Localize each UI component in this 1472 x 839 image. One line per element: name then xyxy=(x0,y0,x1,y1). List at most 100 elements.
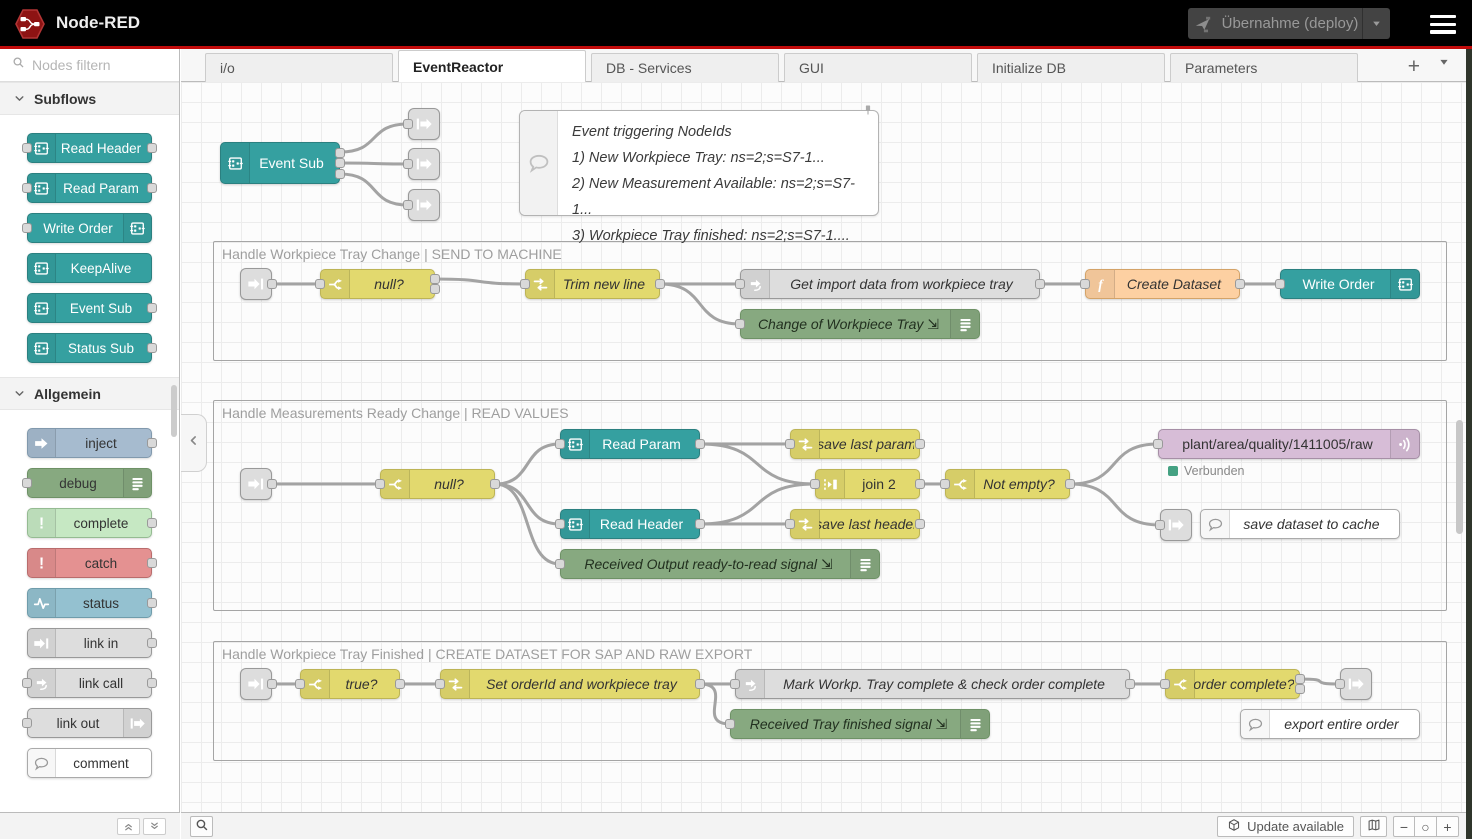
flow-node-link-out-b[interactable] xyxy=(403,148,440,180)
flow-group-handle-workpiece-tray-finished[interactable]: Handle Workpiece Tray Finished | CREATE … xyxy=(213,641,1447,761)
palette-node-read-param[interactable]: Read Param xyxy=(22,173,157,203)
node-input-port[interactable] xyxy=(315,279,325,289)
palette-node-status-sub[interactable]: Status Sub xyxy=(27,333,157,363)
node-output-port[interactable] xyxy=(147,558,157,568)
palette-scrollbar[interactable] xyxy=(171,385,177,437)
palette-node-debug[interactable]: debug xyxy=(22,468,152,498)
wire[interactable] xyxy=(338,161,410,166)
node-output-port[interactable] xyxy=(695,439,705,449)
palette-node-link-out[interactable]: link out xyxy=(22,708,152,738)
flow-node-switch-not-empty[interactable]: Not empty? xyxy=(940,469,1075,499)
flow-node-switch-null-2[interactable]: null? xyxy=(375,469,500,499)
node-output-port[interactable] xyxy=(695,679,705,689)
flow-node-switch-true[interactable]: true? xyxy=(295,669,405,699)
main-menu-button[interactable] xyxy=(1430,15,1456,34)
wire[interactable] xyxy=(493,482,562,566)
palette-node-write-order[interactable]: Write Order xyxy=(22,213,152,243)
tab-eventreactor[interactable]: EventReactor xyxy=(398,50,586,82)
tab-parameters[interactable]: Parameters xyxy=(1170,53,1358,82)
flow-group-handle-measurements-ready-change[interactable]: Handle Measurements Ready Change | READ … xyxy=(213,400,1447,611)
flow-node-link-out-3[interactable] xyxy=(1335,668,1372,700)
node-output-port[interactable] xyxy=(915,439,925,449)
node-output-port[interactable] xyxy=(335,168,345,179)
node-output-port[interactable] xyxy=(147,303,157,313)
palette-section-subflows[interactable]: Subflows xyxy=(0,82,179,115)
palette-node-event-sub[interactable]: Event Sub xyxy=(27,293,157,323)
palette-section-allgemein[interactable]: Allgemein xyxy=(0,377,179,410)
tab-initialize-db[interactable]: Initialize DB xyxy=(977,53,1165,82)
flow-node-subflow-write-order[interactable]: Write Order xyxy=(1275,269,1420,299)
wire[interactable] xyxy=(698,682,732,726)
node-input-port[interactable] xyxy=(22,223,32,233)
wire[interactable] xyxy=(338,172,410,207)
node-input-port[interactable] xyxy=(403,159,413,169)
palette-node-catch[interactable]: !catch xyxy=(27,548,157,578)
node-input-port[interactable] xyxy=(555,439,565,449)
flow-node-join-2[interactable]: join 2 xyxy=(810,469,925,499)
node-output-port[interactable] xyxy=(147,598,157,608)
palette-node-comment[interactable]: comment xyxy=(27,748,152,778)
node-output-port[interactable] xyxy=(147,143,157,153)
wire[interactable] xyxy=(433,277,527,286)
node-output-port[interactable] xyxy=(1235,279,1245,289)
node-input-port[interactable] xyxy=(520,279,530,289)
node-input-port[interactable] xyxy=(22,718,32,728)
flow-node-change-set-orderid[interactable]: Set orderId and workpiece tray xyxy=(435,669,705,699)
node-input-port[interactable] xyxy=(1080,279,1090,289)
node-output-port[interactable] xyxy=(655,279,665,289)
palette-search-input[interactable] xyxy=(32,57,157,73)
node-input-port[interactable] xyxy=(22,143,32,153)
palette-collapse-handle[interactable] xyxy=(181,414,207,472)
flow-node-change-save-last-param[interactable]: save last param xyxy=(785,429,925,459)
node-input-port[interactable] xyxy=(725,719,735,729)
node-input-port[interactable] xyxy=(810,479,820,489)
flow-group-handle-workpiece-tray-change[interactable]: Handle Workpiece Tray Change | SEND TO M… xyxy=(213,241,1447,361)
node-input-port[interactable] xyxy=(735,319,745,329)
node-input-port[interactable] xyxy=(785,439,795,449)
flow-node-change-save-last-header[interactable]: save last header xyxy=(785,509,925,539)
node-input-port[interactable] xyxy=(555,559,565,569)
node-output-port[interactable] xyxy=(267,479,277,489)
node-output-port[interactable] xyxy=(915,519,925,529)
flow-node-link-in-3[interactable] xyxy=(240,668,277,700)
tab-i-o[interactable]: i/o xyxy=(205,53,393,82)
palette-node-read-header[interactable]: Read Header xyxy=(22,133,157,163)
flow-node-link-out-2[interactable] xyxy=(1155,509,1192,541)
node-output-port[interactable] xyxy=(430,274,440,284)
zoom-out-button[interactable]: − xyxy=(1393,816,1415,837)
flow-node-linkcall-mark-workp[interactable]: Mark Workp. Tray complete & check order … xyxy=(730,669,1135,699)
flow-list-caret[interactable] xyxy=(1438,55,1450,73)
expand-all-button[interactable] xyxy=(143,818,166,835)
node-output-port[interactable] xyxy=(1035,279,1045,289)
wire[interactable] xyxy=(1068,482,1162,527)
flow-node-switch-null-1[interactable]: null? xyxy=(315,269,440,299)
flow-canvas[interactable]: Handle Workpiece Tray Change | SEND TO M… xyxy=(181,82,1466,812)
zoom-reset-button[interactable]: ○ xyxy=(1415,816,1437,837)
node-output-port[interactable] xyxy=(915,479,925,489)
node-output-port[interactable] xyxy=(695,519,705,529)
update-available-button[interactable]: Update available xyxy=(1217,816,1354,837)
node-output-port[interactable] xyxy=(147,343,157,353)
flow-node-link-in-2[interactable] xyxy=(240,468,277,500)
canvas-vertical-scrollbar[interactable] xyxy=(1456,420,1463,534)
node-output-port[interactable] xyxy=(335,158,345,168)
node-output-port[interactable] xyxy=(430,284,440,294)
node-input-port[interactable] xyxy=(1275,279,1285,289)
node-input-port[interactable] xyxy=(22,678,32,688)
node-input-port[interactable] xyxy=(22,183,32,193)
palette-node-status[interactable]: status xyxy=(27,588,157,618)
node-input-port[interactable] xyxy=(785,519,795,529)
node-output-port[interactable] xyxy=(147,183,157,193)
palette-node-inject[interactable]: inject xyxy=(27,428,157,458)
flow-node-debug-change-of-tray[interactable]: Change of Workpiece Tray ⇲ xyxy=(735,309,980,339)
wire[interactable] xyxy=(698,442,817,486)
node-input-port[interactable] xyxy=(1155,520,1165,530)
wire[interactable] xyxy=(493,482,562,526)
flow-node-link-in-1[interactable] xyxy=(240,268,277,300)
flow-node-comment-export-order[interactable]: export entire order xyxy=(1240,709,1420,739)
node-input-port[interactable] xyxy=(295,679,305,689)
node-output-port[interactable] xyxy=(1065,479,1075,489)
flow-node-event-sub[interactable]: Event Sub xyxy=(220,142,345,184)
collapse-all-button[interactable] xyxy=(117,818,140,835)
